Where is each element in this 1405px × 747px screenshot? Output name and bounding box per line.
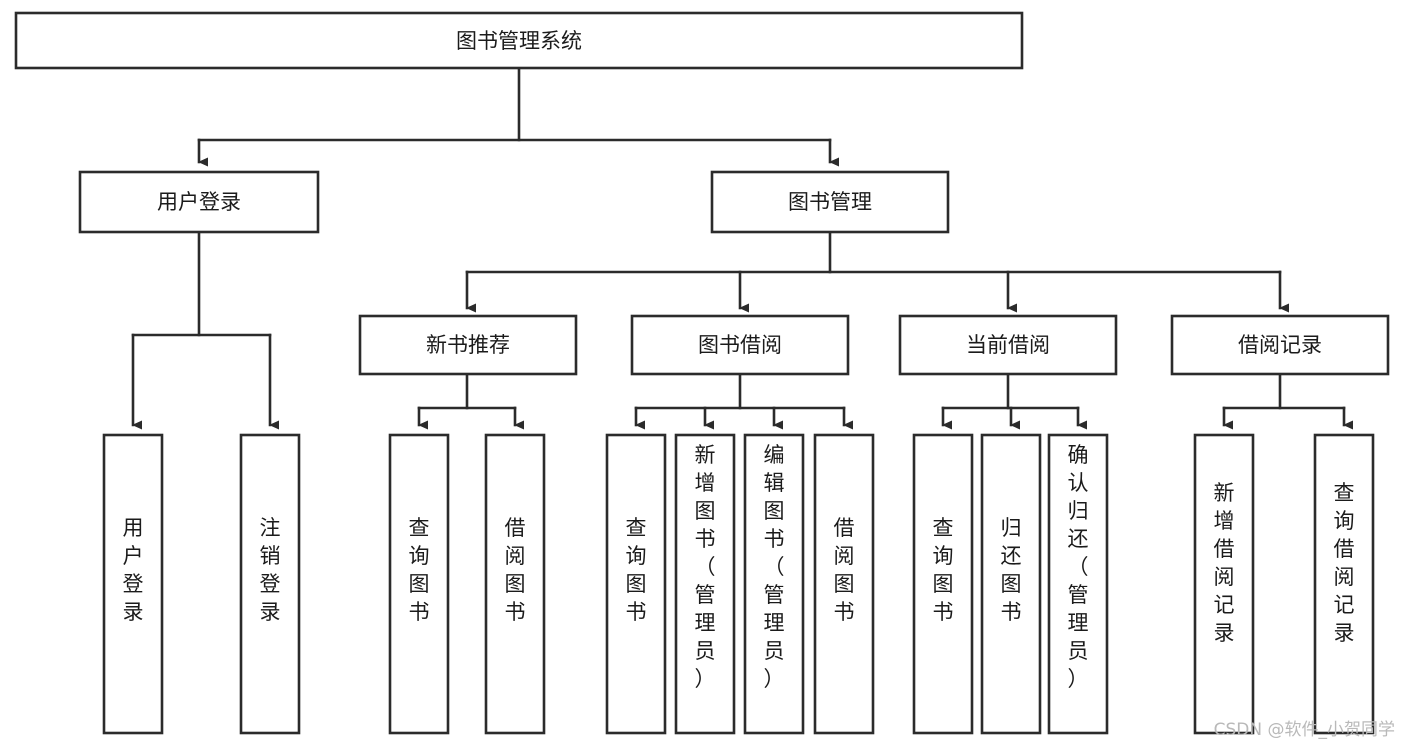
leaf-edit-book[interactable]: 编辑图书（管理员） bbox=[743, 433, 805, 735]
leaf-query-record[interactable]: 查询借阅记录 bbox=[1313, 433, 1375, 735]
leaf-query-book-2-box[interactable] bbox=[605, 433, 667, 735]
node-borrow-record-label: 借阅记录 bbox=[1238, 333, 1322, 357]
node-root[interactable]: 图书管理系统 bbox=[14, 11, 1024, 70]
leaf-query-book-3-label: 查询图书 bbox=[933, 516, 954, 624]
csdn-watermark: CSDN @软件_小贺同学 bbox=[1214, 720, 1395, 740]
leaf-borrow-book-1[interactable]: 借阅图书 bbox=[484, 433, 546, 735]
leaf-edit-book-label: 编辑图书（管理员） bbox=[764, 443, 785, 691]
leaf-confirm-return-label: 确认归还（管理员） bbox=[1068, 443, 1089, 691]
leaf-return-book-box[interactable] bbox=[980, 433, 1042, 735]
leaf-user-login[interactable]: 用户登录 bbox=[102, 433, 164, 735]
leaf-query-book-1-label: 查询图书 bbox=[409, 516, 430, 624]
node-borrow-record-box[interactable] bbox=[1170, 314, 1390, 376]
leaf-confirm-return-box[interactable] bbox=[1047, 433, 1109, 735]
leaf-user-login-label: 用户登录 bbox=[123, 516, 144, 624]
node-current-borrow-box[interactable] bbox=[898, 314, 1118, 376]
leaf-user-login-box[interactable] bbox=[102, 433, 164, 735]
node-current-borrow-label: 当前借阅 bbox=[966, 333, 1050, 357]
leaf-confirm-return[interactable]: 确认归还（管理员） bbox=[1047, 433, 1109, 735]
leaf-add-record[interactable]: 新增借阅记录 bbox=[1193, 433, 1255, 735]
leaf-user-logout[interactable]: 注销登录 bbox=[239, 433, 301, 735]
leaf-borrow-book-1-box[interactable] bbox=[484, 433, 546, 735]
node-current-borrow[interactable]: 当前借阅 bbox=[898, 314, 1118, 376]
node-book-borrow-box[interactable] bbox=[630, 314, 850, 376]
leaf-user-logout-box[interactable] bbox=[239, 433, 301, 735]
leaf-borrow-book-2[interactable]: 借阅图书 bbox=[813, 433, 875, 735]
leaf-query-book-1[interactable]: 查询图书 bbox=[388, 433, 450, 735]
leaf-borrow-book-2-box[interactable] bbox=[813, 433, 875, 735]
leaf-borrow-book-2-label: 借阅图书 bbox=[834, 516, 855, 624]
node-book-manage[interactable]: 图书管理 bbox=[710, 170, 950, 234]
node-new-book-recommend-box[interactable] bbox=[358, 314, 578, 376]
node-book-borrow[interactable]: 图书借阅 bbox=[630, 314, 850, 376]
leaf-query-book-3[interactable]: 查询图书 bbox=[912, 433, 974, 735]
connector-group bbox=[131, 66, 1353, 430]
leaf-query-record-label: 查询借阅记录 bbox=[1334, 481, 1355, 645]
node-user-login-label: 用户登录 bbox=[157, 190, 241, 214]
node-book-manage-label: 图书管理 bbox=[788, 190, 872, 214]
leaf-return-book[interactable]: 归还图书 bbox=[980, 433, 1042, 735]
leaf-add-record-label: 新增借阅记录 bbox=[1214, 481, 1235, 645]
node-root-box[interactable] bbox=[14, 11, 1024, 70]
leaf-query-book-1-box[interactable] bbox=[388, 433, 450, 735]
leaf-edit-book-box[interactable] bbox=[743, 433, 805, 735]
leaf-query-book-3-box[interactable] bbox=[912, 433, 974, 735]
node-root-label: 图书管理系统 bbox=[456, 29, 582, 53]
leaf-return-book-label: 归还图书 bbox=[1001, 516, 1022, 624]
leaf-add-book-box[interactable] bbox=[674, 433, 736, 735]
leaf-query-record-box[interactable] bbox=[1313, 433, 1375, 735]
leaf-add-book[interactable]: 新增图书（管理员） bbox=[674, 433, 736, 735]
leaf-user-logout-label: 注销登录 bbox=[260, 516, 281, 624]
node-new-book-recommend[interactable]: 新书推荐 bbox=[358, 314, 578, 376]
leaf-query-book-2-label: 查询图书 bbox=[626, 516, 647, 624]
leaf-borrow-book-1-label: 借阅图书 bbox=[505, 516, 526, 624]
node-user-login-box[interactable] bbox=[78, 170, 320, 234]
node-new-book-recommend-label: 新书推荐 bbox=[426, 333, 510, 357]
node-book-borrow-label: 图书借阅 bbox=[698, 333, 782, 357]
leaf-add-book-label: 新增图书（管理员） bbox=[695, 443, 716, 691]
node-user-login[interactable]: 用户登录 bbox=[78, 170, 320, 234]
leaf-add-record-box[interactable] bbox=[1193, 433, 1255, 735]
leaf-query-book-2[interactable]: 查询图书 bbox=[605, 433, 667, 735]
node-borrow-record[interactable]: 借阅记录 bbox=[1170, 314, 1390, 376]
node-book-manage-box[interactable] bbox=[710, 170, 950, 234]
